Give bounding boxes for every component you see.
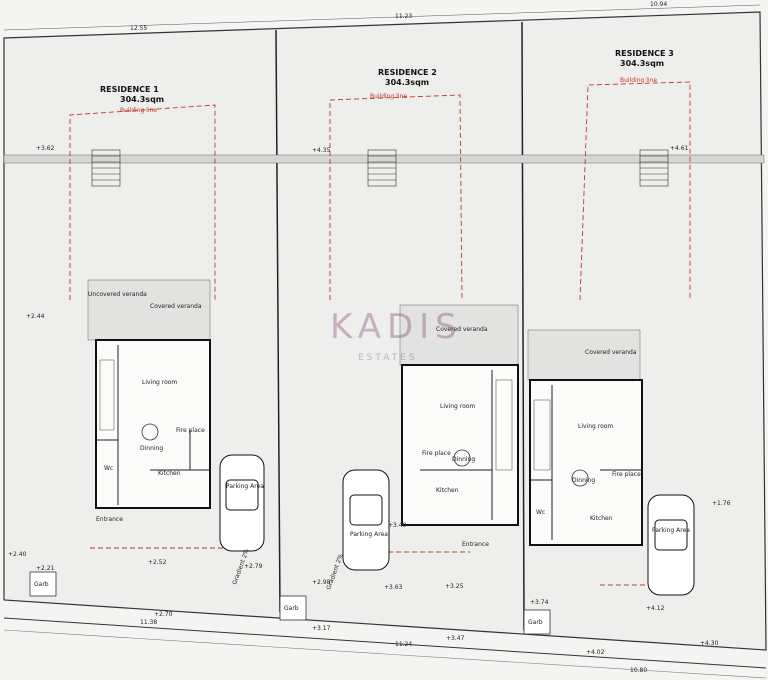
level-marker: +2.44: [26, 313, 45, 320]
level-marker: +2.70: [154, 611, 173, 618]
dimension-label: 11.23: [395, 13, 412, 20]
dimension-label: 11.24: [395, 641, 412, 648]
residence-2-name: RESIDENCE 2: [378, 68, 437, 77]
fire-place-label-1: Fire place: [176, 427, 205, 434]
level-marker: +2.52: [148, 559, 167, 566]
building-lines: [69, 81, 691, 586]
dinning-label-3: Dinning: [572, 477, 595, 484]
parking-area-label-2: Parking Area: [350, 531, 388, 538]
building-line-label-2: Building line: [370, 93, 407, 100]
garb-label-3: Garb: [528, 619, 543, 626]
level-marker: +4.35: [312, 147, 331, 154]
level-marker: +1.76: [712, 500, 731, 507]
residence-2-area: 304.3sqm: [385, 78, 429, 87]
watermark-brand: KADIS: [330, 307, 463, 347]
level-marker: +2.79: [244, 563, 263, 570]
residence-3-name: RESIDENCE 3: [615, 49, 674, 58]
residence-1-name: RESIDENCE 1: [100, 85, 159, 94]
level-marker: +3.74: [530, 599, 549, 606]
houses: [95, 339, 643, 546]
retaining-wall: [3, 154, 765, 164]
level-marker: +3.25: [445, 583, 464, 590]
fire-place-label-2: Fire place: [422, 450, 451, 457]
building-line-label-3: Building line: [620, 77, 657, 84]
cars: [219, 454, 695, 596]
level-marker: +3.63: [384, 584, 403, 591]
parking-area-label-3: Parking Area: [652, 527, 690, 534]
level-marker: +3.40: [388, 522, 407, 529]
garb-label-1: Garb: [34, 581, 49, 588]
level-marker: +4.02: [586, 649, 605, 656]
level-marker: +4.30: [700, 640, 719, 647]
uncovered-veranda-label: Uncovered veranda: [88, 291, 147, 298]
stairs-group: [91, 149, 669, 187]
covered-veranda-label-2: Covered veranda: [436, 326, 488, 333]
dinning-label-2: Dinning: [452, 456, 475, 463]
watermark-sub: ESTATES: [358, 353, 418, 363]
level-marker: +4.61: [670, 145, 689, 152]
kitchen-label-3: Kitchen: [590, 515, 613, 522]
wc-label-1: Wc: [104, 465, 113, 472]
wc-label-3: Wc: [536, 509, 545, 516]
level-marker: +2.40: [8, 551, 27, 558]
level-marker: +2.98: [312, 579, 331, 586]
residence-3-area: 304.3sqm: [620, 59, 664, 68]
interior-walls: [96, 345, 642, 540]
covered-veranda-label-3: Covered veranda: [585, 349, 637, 356]
building-line-label-1: Building line: [120, 107, 157, 114]
garbage-enclosures: [29, 571, 551, 635]
fire-place-label-3: Fire place: [612, 471, 641, 478]
entrance-label-1: Entrance: [96, 516, 123, 523]
party-wall-2: [521, 21, 525, 631]
internal-stairs: [99, 359, 551, 471]
dimension-label: 10.80: [630, 667, 647, 674]
residence-1-area: 304.3sqm: [120, 95, 164, 104]
level-marker: +2.21: [36, 565, 55, 572]
level-marker: +4.12: [646, 605, 665, 612]
dimension-label: 11.38: [140, 619, 157, 626]
entrance-label-2: Entrance: [462, 541, 489, 548]
living-room-label-3: Living room: [578, 423, 613, 430]
kitchen-label-1: Kitchen: [158, 470, 181, 477]
living-room-label-2: Living room: [440, 403, 475, 410]
level-marker: +3.62: [36, 145, 55, 152]
level-marker: +3.17: [312, 625, 331, 632]
dimension-label: 12.55: [130, 25, 147, 32]
party-wall-1: [275, 29, 281, 613]
road-edge: [3, 617, 767, 669]
dimension-label: 10.94: [650, 1, 667, 8]
covered-veranda-label-1: Covered veranda: [150, 303, 202, 310]
dinning-label-1: Dinning: [140, 445, 163, 452]
parking-area-label-1: Parking Area: [226, 483, 264, 490]
verandas: [87, 279, 641, 381]
living-room-label-1: Living room: [142, 379, 177, 386]
dining-tables: [141, 423, 589, 487]
garb-label-2: Garb: [284, 605, 299, 612]
kitchen-label-2: Kitchen: [436, 487, 459, 494]
level-marker: +3.47: [446, 635, 465, 642]
